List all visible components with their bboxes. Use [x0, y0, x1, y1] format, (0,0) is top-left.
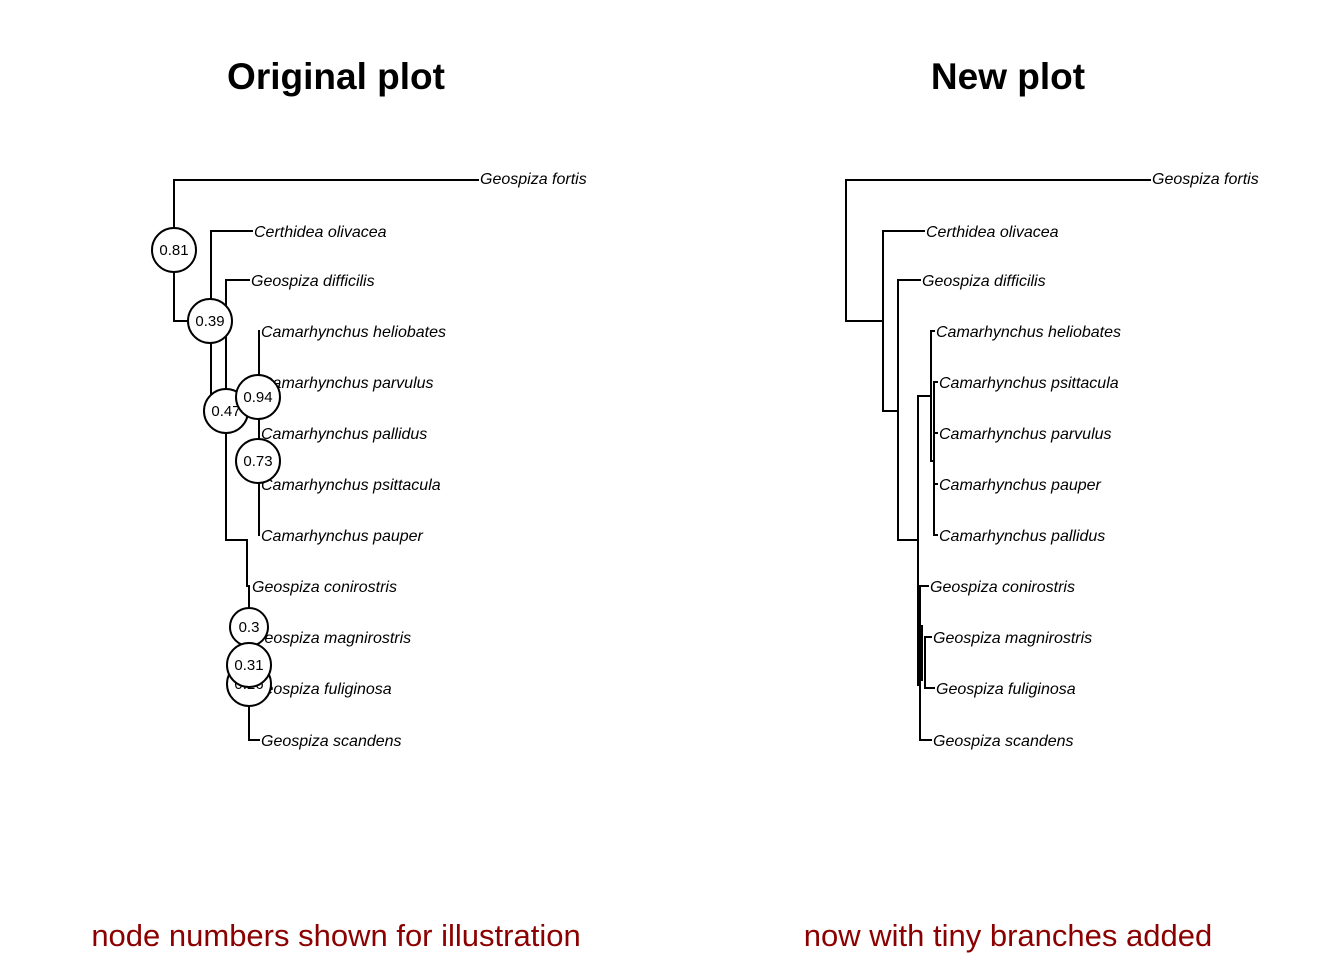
tip-label: Geospiza magnirostris: [252, 630, 411, 647]
tip-label: Camarhynchus parvulus: [261, 375, 434, 392]
node-label-circle: [187, 298, 233, 344]
tip-label: Geospiza fuliginosa: [252, 681, 392, 698]
node-label: 0.3: [239, 619, 260, 636]
tip-label: Camarhynchus pallidus: [939, 528, 1105, 545]
tip-label: Camarhynchus heliobates: [261, 324, 446, 341]
node-label-circle: [226, 642, 272, 688]
tip-label: Camarhynchus parvulus: [939, 426, 1112, 443]
node-label: 0.81: [159, 242, 188, 259]
tip-label: Camarhynchus psittacula: [261, 477, 441, 494]
node-label-circle: [235, 438, 281, 484]
node-label-circle: [151, 227, 197, 273]
node-label: 0.39: [195, 313, 224, 330]
tip-label: Geospiza fortis: [1152, 171, 1259, 188]
node-label-circle: [235, 374, 281, 420]
tip-label: Certhidea olivacea: [926, 224, 1059, 241]
tip-label: Camarhynchus psittacula: [939, 375, 1119, 392]
right-plot-caption: now with tiny branches added: [803, 918, 1213, 953]
right-plot-title: New plot: [930, 56, 1086, 97]
tip-label: Camarhynchus heliobates: [936, 324, 1121, 341]
tip-label: Geospiza magnirostris: [933, 630, 1092, 647]
tip-label: Camarhynchus pauper: [261, 528, 424, 545]
tip-label: Certhidea olivacea: [254, 224, 387, 241]
tip-label: Geospiza fortis: [480, 171, 587, 188]
left-plot-title: Original plot: [227, 56, 445, 97]
tip-label: Geospiza conirostris: [930, 579, 1075, 596]
tip-label: Camarhynchus pauper: [939, 477, 1102, 494]
left-plot-caption: node numbers shown for illustration: [91, 918, 581, 953]
tip-label: Geospiza scandens: [261, 733, 402, 750]
tip-label: Geospiza scandens: [933, 733, 1074, 750]
node-label: 0.73: [243, 453, 272, 470]
node-label: 0.31: [234, 657, 263, 674]
tip-label: Geospiza difficilis: [922, 273, 1046, 290]
tip-label: Geospiza conirostris: [252, 579, 397, 596]
tip-label: Camarhynchus pallidus: [261, 426, 427, 443]
tip-label: Geospiza fuliginosa: [936, 681, 1076, 698]
node-label: 0.47: [211, 403, 240, 420]
tip-label: Geospiza difficilis: [251, 273, 375, 290]
node-label: 0.94: [243, 389, 272, 406]
